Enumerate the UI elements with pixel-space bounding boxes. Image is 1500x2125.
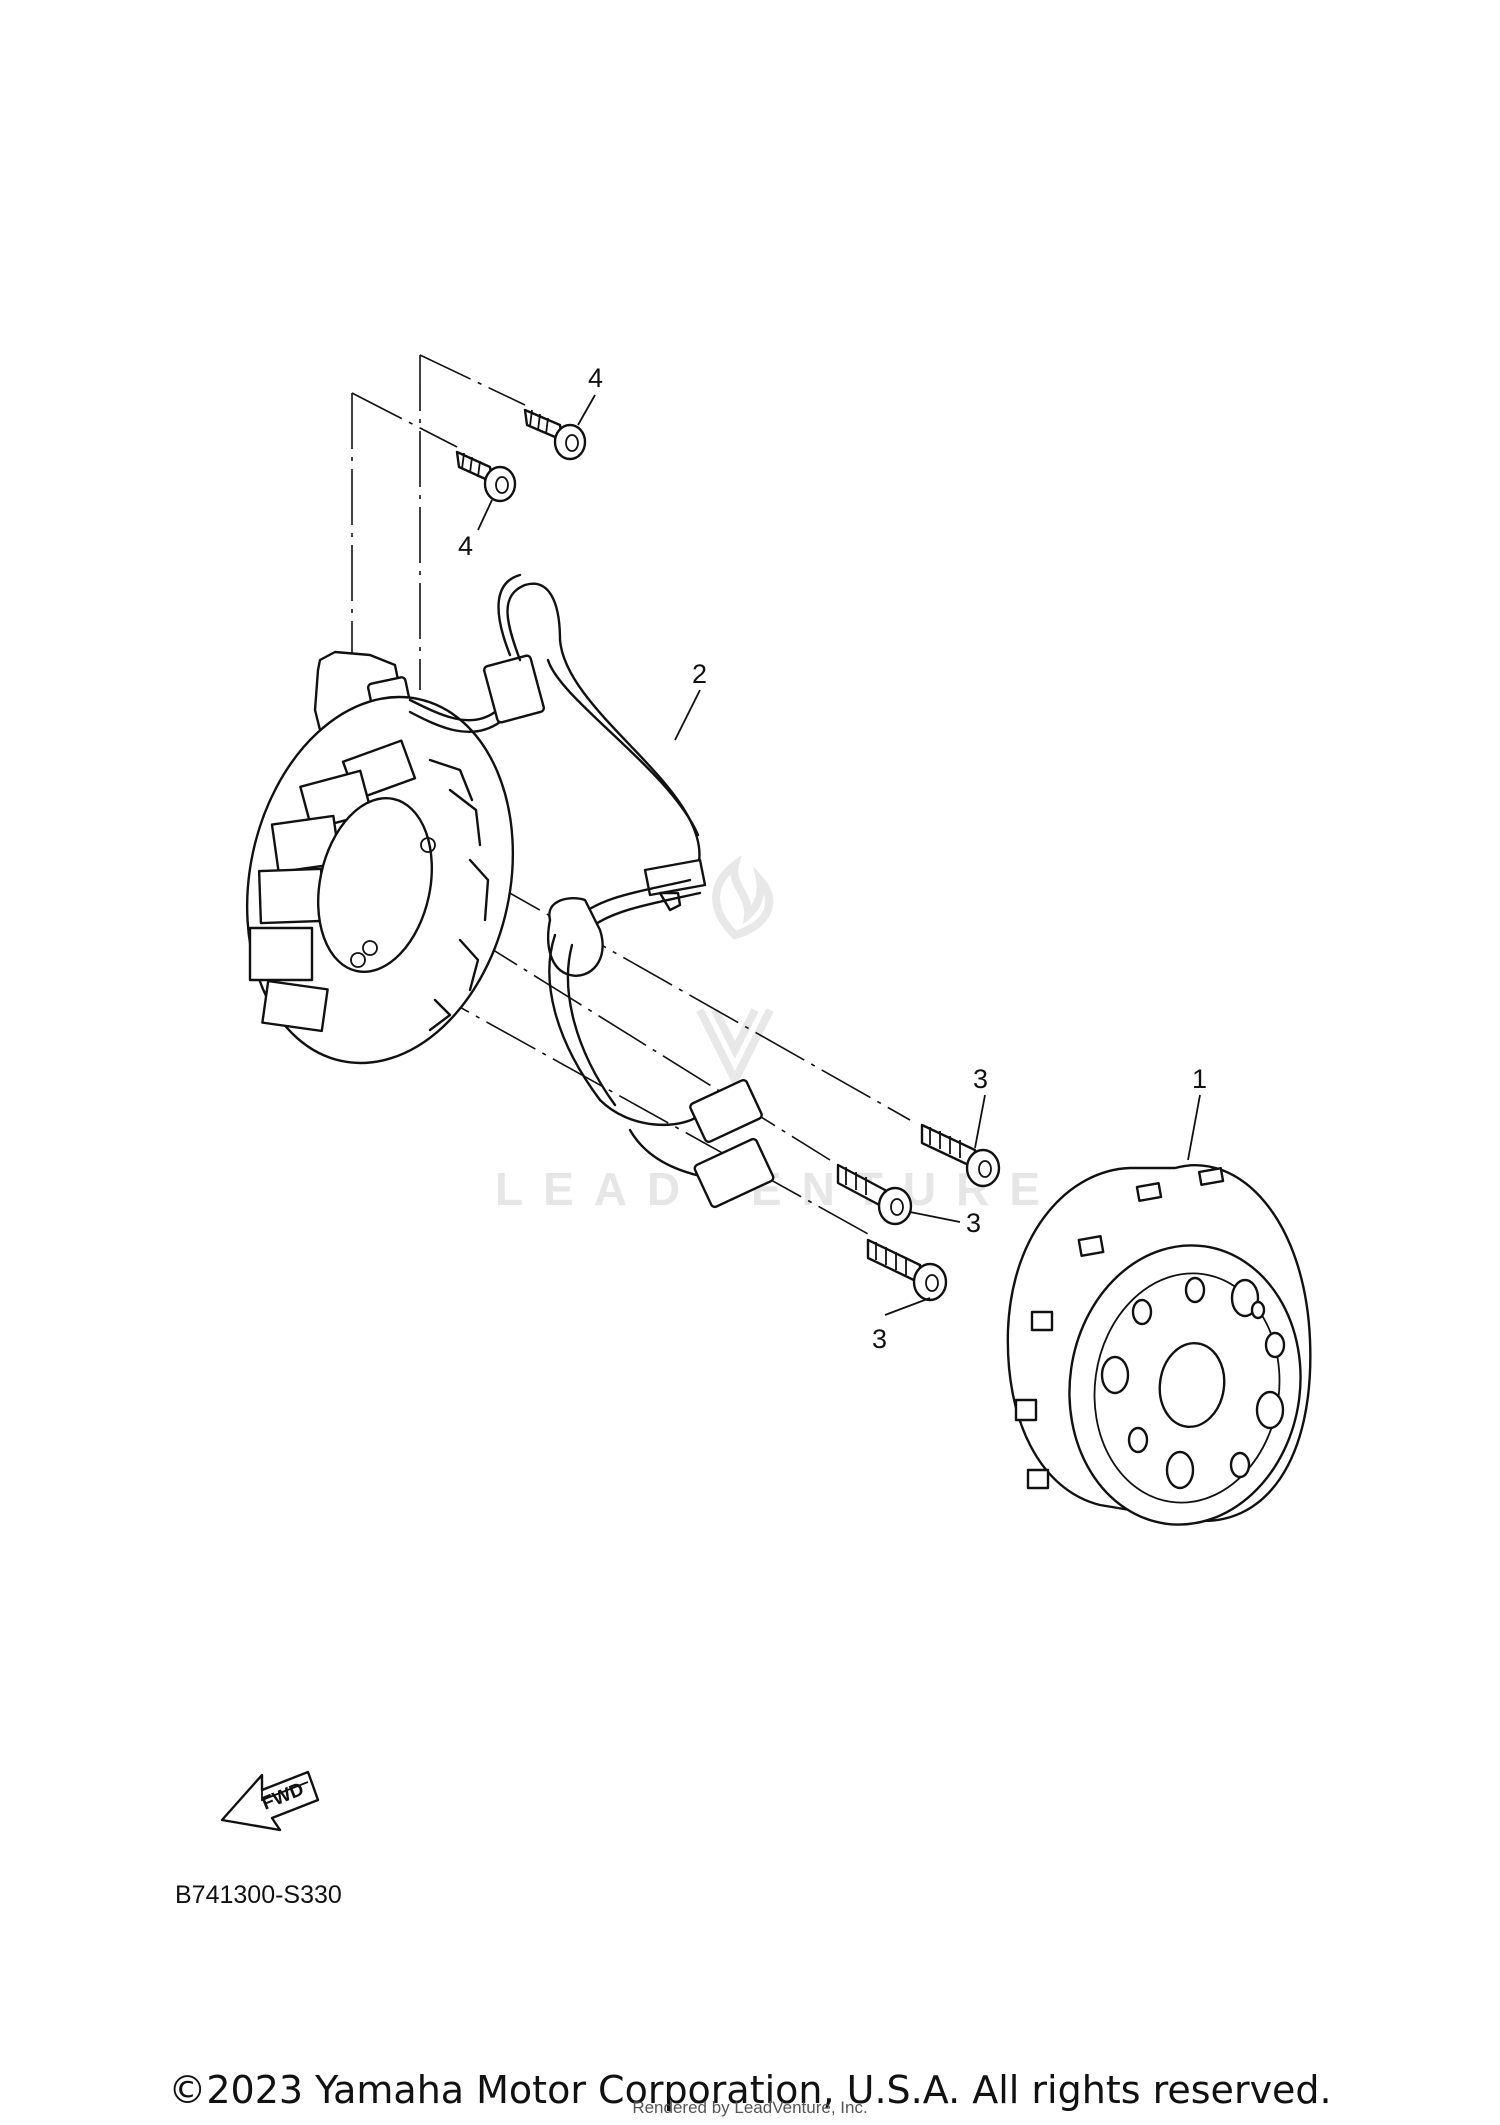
harness-clamp — [643, 858, 707, 897]
callout-2: 2 — [692, 659, 707, 689]
stator-bolt-hole-2 — [362, 940, 378, 956]
stator-bolt-hole-1 — [420, 837, 436, 853]
callout-4-upper: 4 — [588, 363, 603, 393]
wire-harness — [408, 573, 775, 1209]
rendered-by-notice: Rendered by LeadVenture, Inc. — [632, 2098, 868, 2117]
harness-connector-lower-2 — [693, 1137, 775, 1209]
bolt-4-upper — [523, 408, 587, 461]
harness-connector-upper — [483, 654, 545, 724]
callout-3-upper: 3 — [973, 1064, 988, 1094]
bolt-3-upper — [920, 1123, 1001, 1188]
stator-center-hole — [316, 796, 434, 974]
drawing-code: B741300-S330 — [175, 1881, 342, 1909]
flywheel-holes — [1100, 1276, 1286, 1490]
callout-1: 1 — [1192, 1064, 1207, 1094]
flywheel-slots — [1014, 1166, 1225, 1490]
callout-3-lower: 3 — [872, 1324, 887, 1354]
bolt-3-middle — [836, 1163, 913, 1226]
fwd-arrow: FWD — [220, 1770, 320, 1832]
flywheel-rotor — [1006, 1164, 1312, 1526]
harness-connector-lower-1 — [689, 1078, 763, 1144]
leader-lines — [477, 394, 1201, 1316]
stator-assembly — [245, 650, 515, 1065]
callout-4-lower: 4 — [458, 531, 473, 561]
stator-bolt-hole-3 — [350, 952, 366, 968]
flywheel-hub — [1158, 1341, 1226, 1429]
harness-grommet — [547, 897, 604, 977]
bolt-4-lower — [455, 450, 517, 503]
callout-3-middle: 3 — [966, 1208, 981, 1238]
copyright-notice: ©2023 Yamaha Motor Corporation, U.S.A. A… — [168, 2068, 1332, 2112]
bolt-3-lower — [866, 1238, 948, 1302]
watermark-flame-logo — [696, 855, 774, 1089]
